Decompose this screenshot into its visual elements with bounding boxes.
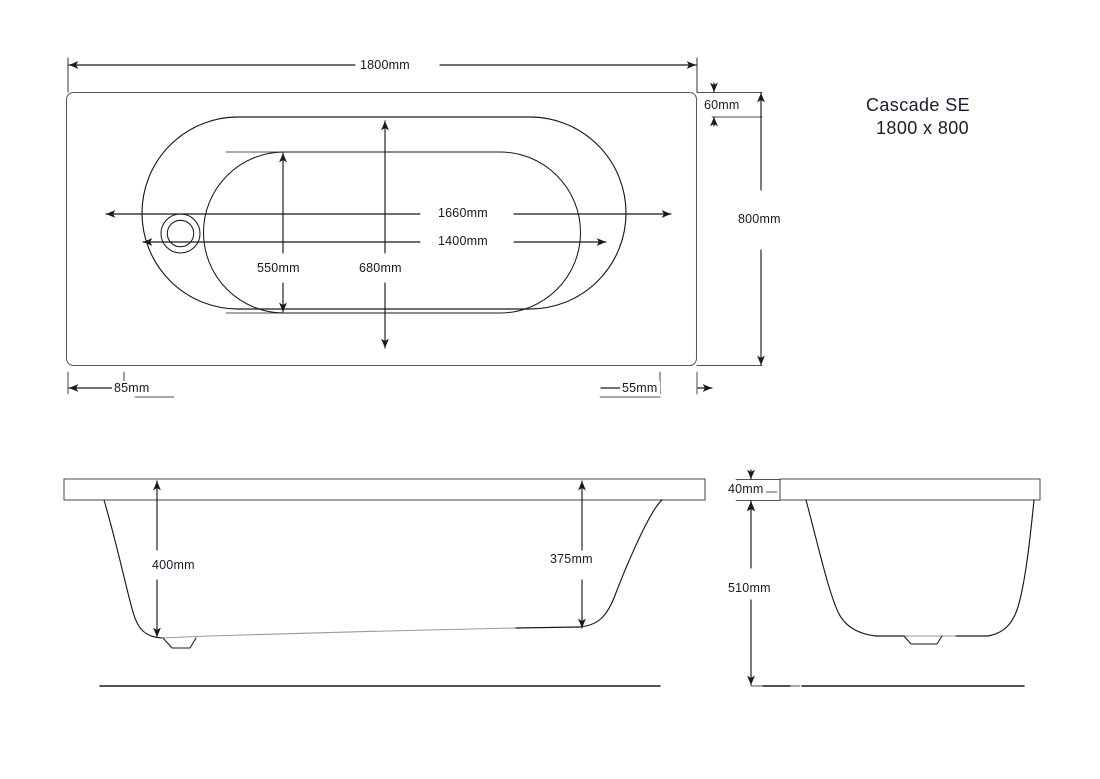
title-model-size: 1800 x 800	[876, 118, 970, 138]
dim-label-overall-width: 800mm	[736, 212, 783, 226]
end-left-wall	[805, 499, 877, 637]
dim-label-rim-width: 60mm	[702, 98, 742, 112]
end-right-wall	[987, 499, 1035, 637]
waste-outlet-inner-circle	[166, 219, 195, 248]
dim-overall-width	[696, 92, 765, 366]
plan-base-outline	[202, 151, 582, 314]
title-model-name: Cascade SE	[866, 95, 971, 115]
dim-label-inner-length-base: 1400mm	[436, 234, 490, 248]
dim-label-inner-width-top: 680mm	[357, 261, 404, 275]
dim-overall-length	[67, 57, 698, 93]
side-elevation-geometry	[63, 478, 706, 687]
dim-label-overall-length: 1800mm	[358, 58, 412, 72]
dim-label-depth-right: 375mm	[548, 552, 595, 566]
dim-label-overall-height: 510mm	[726, 581, 773, 595]
side-bath-floor-right	[515, 626, 581, 629]
side-bath-floor	[161, 627, 517, 639]
end-waste-foot	[903, 635, 943, 645]
dim-overall-height	[747, 501, 801, 687]
dim-rim-width	[696, 82, 763, 127]
side-left-wall	[103, 499, 163, 639]
dim-label-waste-offset-left: 85mm	[112, 381, 152, 395]
plan-rim-outline	[141, 116, 627, 310]
end-elevation-geometry	[762, 478, 1041, 687]
plan-view-geometry	[65, 91, 698, 367]
side-waste-foot	[162, 637, 197, 649]
dim-label-inner-length-top: 1660mm	[436, 206, 490, 220]
side-right-wall	[579, 499, 663, 628]
dim-label-inner-width-base: 550mm	[255, 261, 302, 275]
plan-outer-flange	[65, 91, 698, 367]
dim-inner-width-base	[225, 151, 287, 314]
end-rim-slab	[779, 478, 1041, 501]
title-block: Cascade SE 1800 x 800	[866, 94, 970, 140]
side-rim-slab	[63, 478, 706, 501]
dim-label-offset-right: 55mm	[620, 381, 660, 395]
dim-label-rim-thickness: 40mm	[726, 482, 766, 496]
dim-label-depth-left: 400mm	[150, 558, 197, 572]
